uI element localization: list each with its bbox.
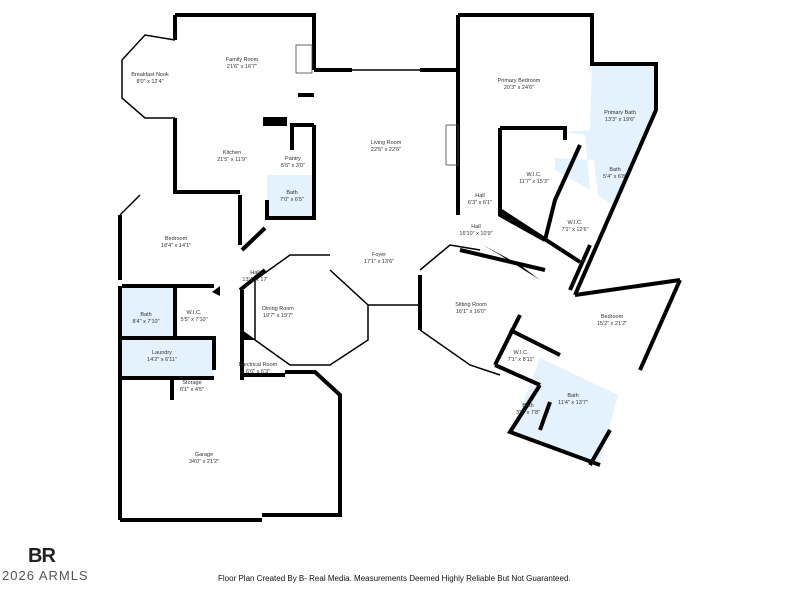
room-name: Foyer: [371, 252, 387, 258]
room-dimensions: 8'4" x 7'10": [132, 319, 160, 325]
room-name: Primary Bedroom: [497, 78, 541, 84]
room-name: Electrical Room: [238, 362, 278, 368]
room-dimensions: 17'1" x 13'6": [363, 259, 395, 265]
room-name: W.I.C.: [186, 310, 202, 316]
room-dimensions: 5'4" x 6'8": [602, 174, 628, 180]
room-dimensions: 7'1" x 12'6": [561, 227, 589, 233]
room-dimensions: 3'9" x 7'8": [515, 410, 541, 416]
room-name: Bath: [140, 312, 152, 318]
room-dimensions: 21'6" x 16'7": [226, 64, 258, 70]
room-dimensions: 11'4" x 13'7": [558, 400, 588, 406]
room-dimensions: 13'3" x 19'6": [604, 117, 636, 123]
room-name: Dining Room: [262, 306, 294, 312]
room-dimensions: 20'3" x 24'6": [503, 85, 535, 91]
room-name: Breakfast Nook: [131, 72, 169, 78]
room-dimensions: 19'7" x 19'7": [262, 313, 294, 319]
room-dimensions: 14'2" x 6'11": [147, 357, 177, 363]
room-dimensions: 7'0" x 6'5": [279, 197, 305, 203]
room-name: Pantry: [285, 156, 301, 162]
room-label: W.I.C.7'1" x 8'11": [508, 350, 535, 364]
brokerage-logo: BR 2026 ARMLS: [2, 545, 102, 583]
walls: [118, 13, 682, 522]
room-name: Bedroom: [164, 236, 188, 242]
room-name: W.I.C.: [526, 172, 542, 178]
room-dimensions: 34'0" x 21'2": [188, 459, 220, 465]
room-dimensions: 22'5" x 22'6": [370, 147, 402, 153]
room-dimensions: 13'4" x 17': [242, 277, 268, 283]
room-dimensions: 16'10" x 10'9": [459, 231, 493, 237]
room-dimensions: 5'5" x 7'10": [180, 317, 208, 323]
room-name: Storage: [182, 380, 202, 386]
room-name: Garage: [194, 452, 214, 458]
room-name: Hall: [475, 193, 485, 199]
fireplaces: [295, 44, 459, 166]
room-dimensions: 15'2" x 21'2": [596, 321, 628, 327]
thin-walls: [119, 34, 501, 376]
logo-mark: BR: [28, 545, 56, 567]
solid-fills: [212, 117, 540, 340]
room-name: Sitting Room: [455, 302, 487, 308]
room-dimensions: 11'7" x 15'3": [519, 179, 549, 185]
room-name: Family Room: [225, 57, 259, 63]
footer-disclaimer: Floor Plan Created By B- Real Media. Mea…: [218, 574, 571, 583]
room-name: Laundry: [152, 350, 172, 356]
room-name: W.I.C.: [567, 220, 583, 226]
room-name: Bath: [522, 403, 534, 409]
room-dimensions: 6'3" x 6'1": [467, 200, 493, 206]
room-name: Kitchen: [222, 150, 242, 156]
room-name: Bath: [609, 167, 621, 173]
room-name: Primary Bath: [604, 110, 636, 116]
room-dimensions: 21'5" x 11'9": [217, 157, 247, 163]
room-dimensions: 7'1" x 8'11": [507, 357, 535, 363]
room-dimensions: 6'1" x 4'5": [179, 387, 205, 393]
logo-text: 2026 ARMLS: [2, 568, 89, 583]
room-dimensions: 6'6" x 6'3": [245, 369, 271, 375]
room-name: Hall: [250, 270, 260, 276]
room-name: Bedroom: [600, 314, 624, 320]
room-label: W.I.C.11'7" x 15'3": [519, 172, 549, 186]
room-dimensions: 8'0" x 12'4": [136, 79, 164, 85]
room-name: W.I.C.: [513, 350, 529, 356]
room-dimensions: 5'6" x 3'0": [280, 163, 306, 169]
room-dimensions: 18'4" x 14'1": [160, 243, 192, 249]
room-name: Living Room: [370, 140, 402, 146]
room-name: Hall: [471, 224, 481, 230]
room-name: Bath: [567, 393, 579, 399]
room-label: W.I.C.7'1" x 12'6": [561, 220, 588, 234]
room-name: Bath: [286, 190, 298, 196]
room-label: W.I.C.5'5" x 7'10": [180, 310, 207, 324]
room-dimensions: 16'1" x 16'0": [455, 309, 487, 315]
